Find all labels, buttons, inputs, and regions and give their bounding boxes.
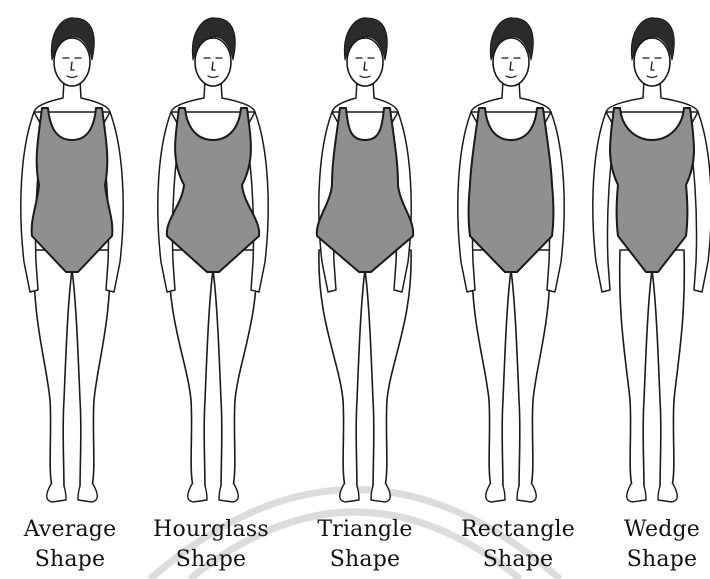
- figure-wedge-legs: [620, 250, 685, 492]
- label-rectangle-line2: Shape: [448, 545, 588, 575]
- label-average-line2: Shape: [0, 545, 140, 575]
- figure-average-feet: [47, 484, 98, 502]
- figure-rectangle-swimsuit: [469, 108, 554, 272]
- figure-average-swimsuit: [32, 108, 113, 272]
- label-triangle-line2: Shape: [295, 545, 435, 575]
- label-hourglass-line2: Shape: [141, 545, 281, 575]
- figure-average-legs: [34, 250, 110, 492]
- figure-rectangle: [458, 18, 564, 502]
- label-average: Average Shape: [0, 515, 140, 575]
- label-rectangle: Rectangle Shape: [448, 515, 588, 575]
- figure-wedge-swimsuit: [610, 108, 694, 272]
- label-average-line1: Average: [0, 515, 140, 545]
- label-wedge-line2: Shape: [592, 545, 710, 575]
- label-hourglass-line1: Hourglass: [141, 515, 281, 545]
- figure-hourglass-swimsuit: [167, 108, 259, 272]
- figure-triangle: [317, 18, 413, 502]
- figure-wedge: [593, 18, 710, 502]
- label-triangle: Triangle Shape: [295, 515, 435, 575]
- label-wedge-line1: Wedge: [592, 515, 710, 545]
- label-wedge: Wedge Shape: [592, 515, 710, 575]
- figure-hourglass: [158, 18, 268, 502]
- figure-average: [21, 18, 123, 502]
- figure-rectangle-feet: [486, 484, 537, 502]
- figure-wedge-feet: [627, 484, 678, 502]
- figure-hourglass-legs: [169, 250, 257, 492]
- figure-hourglass-feet: [188, 484, 239, 502]
- label-rectangle-line1: Rectangle: [448, 515, 588, 545]
- figure-rectangle-legs: [472, 250, 550, 492]
- label-triangle-line1: Triangle: [295, 515, 435, 545]
- label-hourglass: Hourglass Shape: [141, 515, 281, 575]
